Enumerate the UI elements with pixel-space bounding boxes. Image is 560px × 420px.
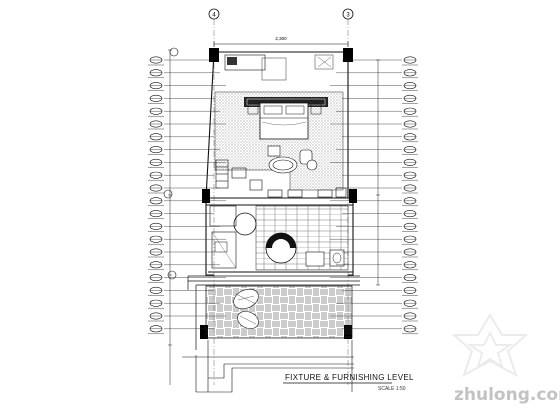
callout-tag-left-10 bbox=[148, 171, 214, 181]
callout-tag-right-7 bbox=[342, 133, 418, 143]
callout-tag-right-18 bbox=[330, 274, 418, 283]
balcony-deck bbox=[205, 285, 353, 339]
callout-tag-right-13 bbox=[342, 210, 418, 219]
callout-tag-right-16 bbox=[342, 248, 418, 258]
callout-tag-left-17 bbox=[148, 261, 220, 271]
basin-round bbox=[233, 212, 257, 236]
callout-tag-left-9 bbox=[148, 158, 226, 168]
section-marker-left-mid bbox=[163, 189, 173, 199]
wc-cabinet bbox=[305, 251, 325, 267]
callout-tag-left-12 bbox=[148, 197, 226, 207]
callout-tag-right-20 bbox=[336, 299, 418, 309]
callout-tag-right-8 bbox=[336, 146, 418, 155]
callout-tag-left-16 bbox=[148, 248, 214, 258]
callout-tag-right-11 bbox=[336, 184, 418, 194]
site-ramp-lines bbox=[182, 340, 354, 393]
callout-tag-right-4 bbox=[342, 94, 418, 104]
callout-tag-right-17 bbox=[336, 261, 418, 271]
callout-tag-right-15 bbox=[330, 235, 418, 245]
callout-tag-right-9 bbox=[330, 158, 418, 168]
balcony-threshold bbox=[187, 275, 360, 350]
wardrobe-desk-zone bbox=[215, 159, 347, 198]
callout-tag-left-5 bbox=[148, 107, 220, 117]
callout-tag-left-18 bbox=[148, 274, 226, 283]
callout-tag-left-19 bbox=[148, 286, 214, 296]
callout-tag-left-15 bbox=[148, 235, 226, 245]
callout-tag-left-6 bbox=[148, 120, 226, 130]
nightstand-right bbox=[310, 103, 322, 115]
callout-tag-left-1 bbox=[148, 56, 214, 66]
bathroom-area bbox=[209, 205, 349, 271]
drawing-title: FIXTURE & FURNISHING LEVEL bbox=[285, 373, 414, 382]
shower-stall bbox=[211, 231, 237, 269]
callout-tag-left-4 bbox=[148, 94, 214, 104]
callout-tag-left-7 bbox=[148, 133, 214, 143]
svg-text:3: 3 bbox=[346, 13, 350, 19]
watermark-text: zhulong.com bbox=[454, 385, 560, 405]
callout-tag-right-19 bbox=[342, 286, 418, 296]
callout-tag-right-3 bbox=[330, 82, 418, 91]
nightstand-left bbox=[247, 103, 259, 115]
callout-tag-right-6 bbox=[330, 120, 418, 130]
top-dimension-line: 2,300 bbox=[213, 36, 349, 47]
vanity-counter bbox=[209, 205, 237, 227]
callout-tag-right-2 bbox=[336, 69, 418, 79]
callout-tag-left-2 bbox=[148, 69, 220, 79]
callout-tag-right-12 bbox=[330, 197, 418, 207]
section-marker-left-top bbox=[169, 47, 179, 57]
callout-tag-left-20 bbox=[148, 299, 220, 309]
lounge-seating bbox=[267, 145, 318, 174]
callout-tag-right-1 bbox=[342, 56, 418, 66]
svg-text:2,300: 2,300 bbox=[275, 36, 287, 41]
callout-tag-left-13 bbox=[148, 210, 214, 219]
side-dimension-lines bbox=[168, 49, 380, 385]
callout-tag-left-11 bbox=[148, 184, 220, 194]
callout-tag-left-14 bbox=[148, 222, 220, 232]
callout-tag-left-21 bbox=[148, 312, 226, 322]
svg-text:4: 4 bbox=[212, 13, 216, 19]
callout-tags-right bbox=[330, 56, 418, 335]
scale-note: SCALE 1:50 bbox=[378, 386, 406, 392]
callout-tag-left-3 bbox=[148, 82, 226, 91]
watermark-logo-icon bbox=[451, 313, 529, 378]
callout-tag-left-22 bbox=[148, 325, 214, 335]
callout-tag-left-8 bbox=[148, 146, 220, 155]
section-marker-left-low bbox=[167, 270, 177, 280]
callout-tags-left bbox=[148, 56, 226, 335]
lounge-chair-left bbox=[233, 288, 259, 329]
callout-tag-right-14 bbox=[336, 222, 418, 232]
tv-cabinet bbox=[224, 54, 266, 71]
callout-tag-right-22 bbox=[342, 325, 418, 335]
callout-tag-right-21 bbox=[330, 312, 418, 322]
callout-tag-right-5 bbox=[336, 107, 418, 117]
callout-tag-right-10 bbox=[342, 171, 418, 181]
king-bed bbox=[244, 97, 328, 140]
